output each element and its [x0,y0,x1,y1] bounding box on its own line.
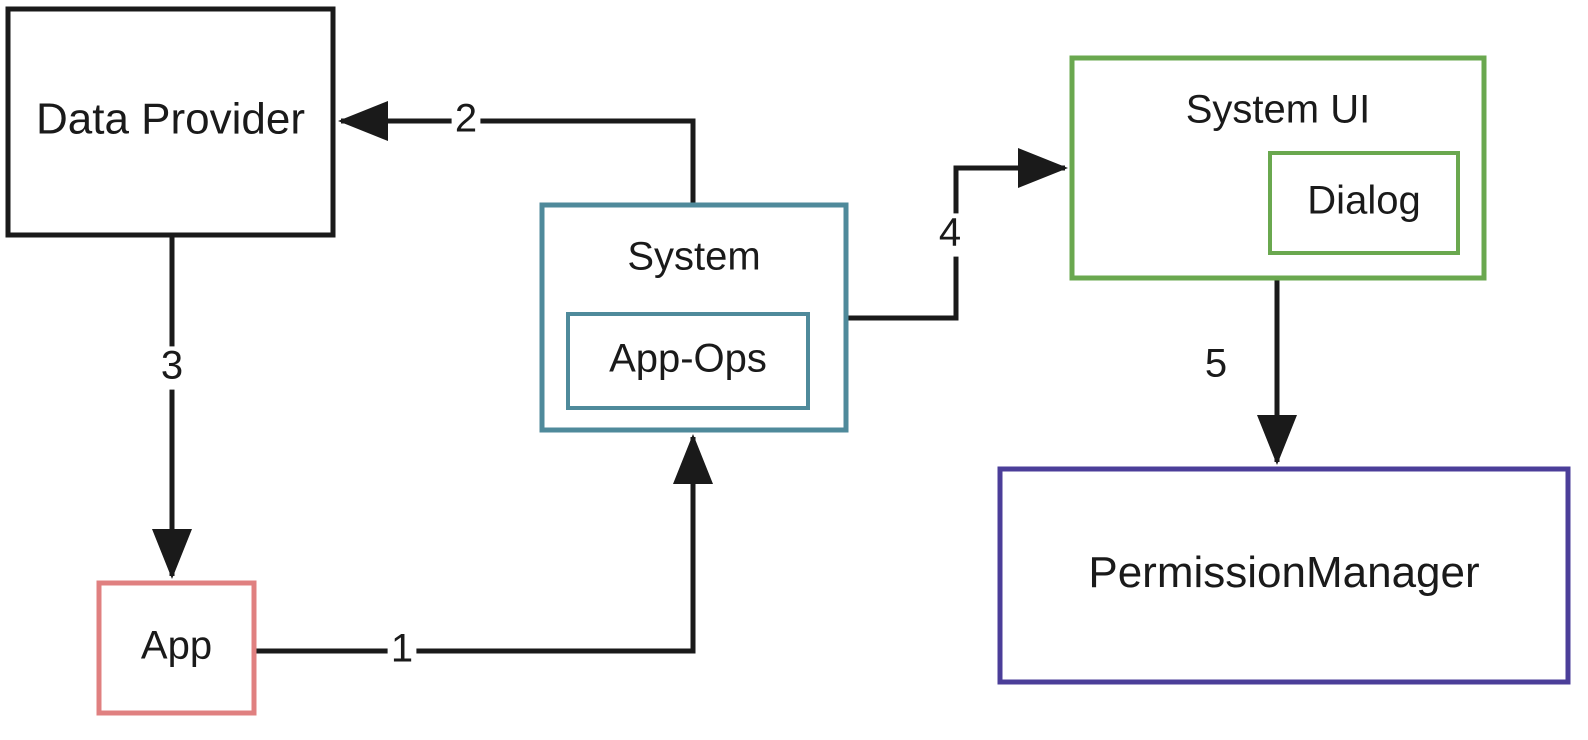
node-permission-manager[interactable]: PermissionManager [997,466,1571,685]
node-box-permission-manager[interactable] [997,466,1571,685]
edge-label-group-5: 5 [1205,342,1227,386]
node-app[interactable]: App [96,580,257,716]
node-box-dialog[interactable] [1268,151,1460,255]
node-data-provider[interactable]: Data Provider [5,6,336,238]
node-label-permission-manager: PermissionManager [1088,548,1479,597]
edge-line-1 [254,433,713,654]
edge-label-2: 2 [455,97,477,141]
node-box-app[interactable] [96,580,257,716]
edge-2 [337,101,696,205]
edge-label-group-2: 2 [451,97,481,143]
edge-label-group-1: 1 [387,627,417,673]
edge-label-knockout-3 [157,346,187,390]
node-label-dialog: Dialog [1307,179,1420,223]
edge-label-knockout-2 [451,99,481,143]
node-label-system: System [627,235,760,279]
edge-label-3: 3 [161,344,183,388]
edge-1 [254,433,713,654]
edge-labels-layer: 1 2 3 4 5 [157,97,1227,673]
node-label-app: App [141,624,212,668]
node-app-ops[interactable]: App-Ops [566,312,810,410]
edge-label-knockout-1 [387,629,417,673]
edge-label-group-4: 4 [935,211,965,257]
edge-label-group-3: 3 [157,344,187,390]
edge-label-knockout-4 [935,213,965,257]
edge-label-5: 5 [1205,342,1227,386]
node-dialog[interactable]: Dialog [1268,151,1460,255]
edge-label-1: 1 [391,627,413,671]
node-label-system-ui: System UI [1186,88,1370,132]
node-label-data-provider: Data Provider [36,95,305,144]
node-label-app-ops: App-Ops [609,337,767,381]
node-box-data-provider[interactable] [5,6,336,238]
edge-line-2 [337,101,696,205]
node-box-app-ops[interactable] [566,312,810,410]
edge-label-4: 4 [939,211,961,255]
